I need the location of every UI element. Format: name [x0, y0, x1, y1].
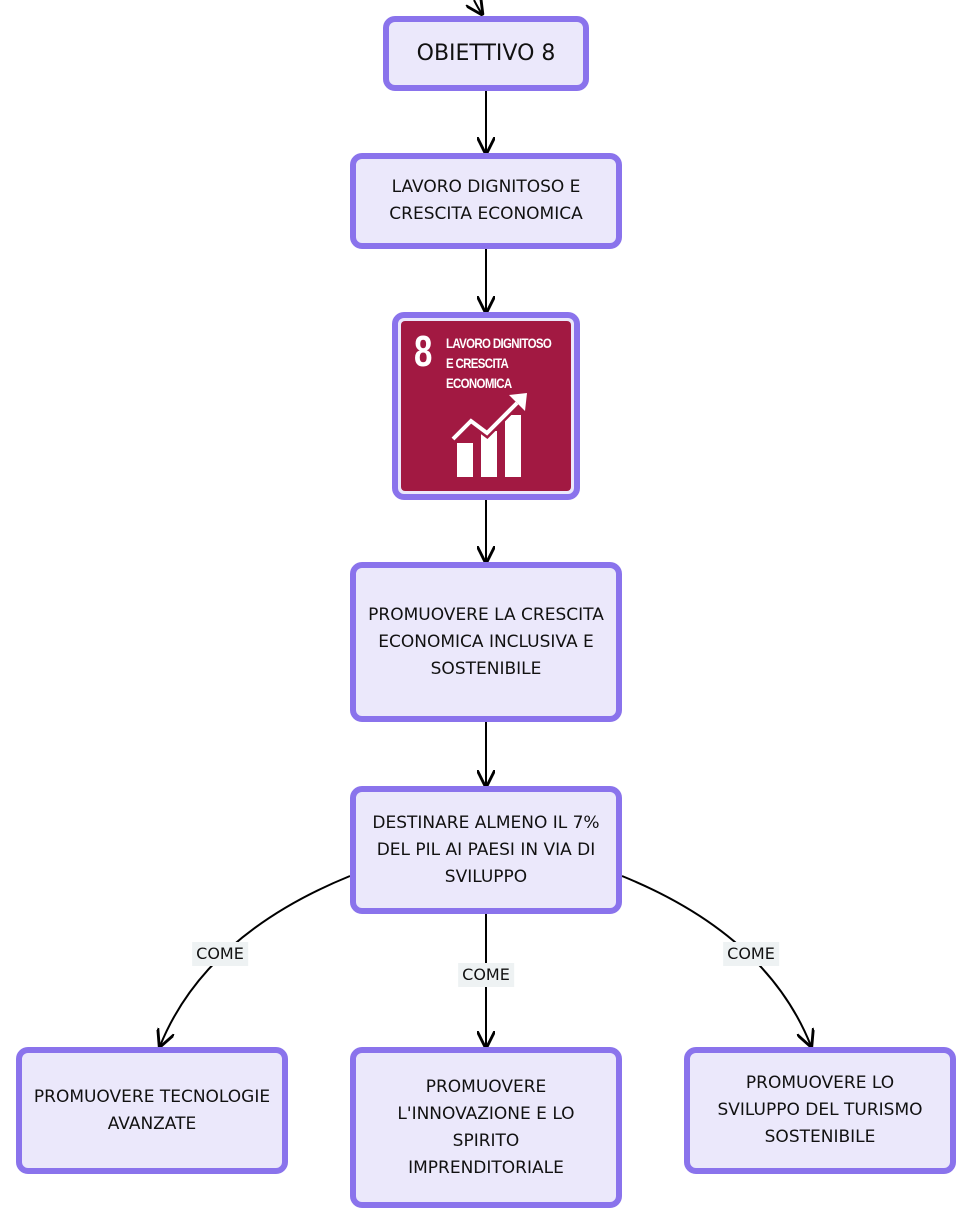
node-text-line: DEL PIL AI PAESI IN VIA DI [376, 839, 596, 860]
node-text-line: PROMUOVERE LO [745, 1073, 895, 1093]
node-text-line: AVANZATE [107, 1113, 197, 1134]
node-text-line: LAVORO DIGNITOSO E [391, 177, 581, 197]
sdg8-tile: 8 LAVORO DIGNITOSO E CRESCITA ECONOMICA [401, 321, 571, 491]
node-text-line: L'INNOVAZIONE E LO [397, 1103, 575, 1124]
node-obiettivo-label: OBIETTIVO 8 [416, 41, 556, 66]
link-label-come-right: COME [723, 942, 779, 966]
sdg8-title-line: E CRESCITA [446, 355, 509, 371]
node-destinare[interactable]: DESTINARE ALMENO IL 7% DEL PIL AI PAESI … [350, 786, 622, 914]
edge-incoming [474, 0, 482, 14]
node-innovazione[interactable]: PROMUOVERE L'INNOVAZIONE E LO SPIRITO IM… [350, 1047, 622, 1208]
node-text-line: PROMUOVERE LA CRESCITA [368, 604, 604, 625]
link-label-come-left: COME [192, 942, 248, 966]
node-text-line: PROMUOVERE [425, 1076, 547, 1097]
node-text-line: PROMUOVERE TECNOLOGIE [33, 1086, 271, 1107]
sdg8-number: 8 [414, 327, 433, 376]
sdg8-title: LAVORO DIGNITOSO E CRESCITA ECONOMICA [446, 333, 552, 393]
node-sdg8-image[interactable]: 8 LAVORO DIGNITOSO E CRESCITA ECONOMICA [392, 312, 580, 500]
node-text-line: ECONOMICA INCLUSIVA E [378, 631, 594, 652]
node-text-line: SVILUPPO [444, 866, 528, 887]
edge-destinare-tecnologie [160, 875, 351, 1046]
node-tecnologie[interactable]: PROMUOVERE TECNOLOGIE AVANZATE [16, 1047, 288, 1174]
node-obiettivo[interactable]: OBIETTIVO 8 [383, 16, 589, 91]
node-text-line: SOSTENIBILE [764, 1127, 876, 1147]
node-text-line: SVILUPPO DEL TURISMO [717, 1100, 923, 1120]
sdg8-title-line: ECONOMICA [446, 375, 512, 391]
growth-chart-icon [451, 393, 527, 477]
sdg8-title-line: LAVORO DIGNITOSO [446, 335, 552, 351]
node-lavoro-dignitoso[interactable]: LAVORO DIGNITOSO E CRESCITA ECONOMICA [350, 153, 622, 249]
node-text-line: SOSTENIBILE [430, 658, 542, 679]
link-label-come-center: COME [458, 963, 514, 987]
node-text-line: DESTINARE ALMENO IL 7% [372, 812, 600, 833]
node-text-line: SPIRITO [452, 1130, 520, 1151]
edge-destinare-turismo [621, 875, 811, 1046]
node-turismo[interactable]: PROMUOVERE LO SVILUPPO DEL TURISMO SOSTE… [684, 1047, 956, 1174]
node-text-line: CRESCITA ECONOMICA [389, 204, 583, 224]
node-promuovere-crescita[interactable]: PROMUOVERE LA CRESCITA ECONOMICA INCLUSI… [350, 562, 622, 722]
node-text-line: IMPRENDITORIALE [408, 1157, 564, 1178]
